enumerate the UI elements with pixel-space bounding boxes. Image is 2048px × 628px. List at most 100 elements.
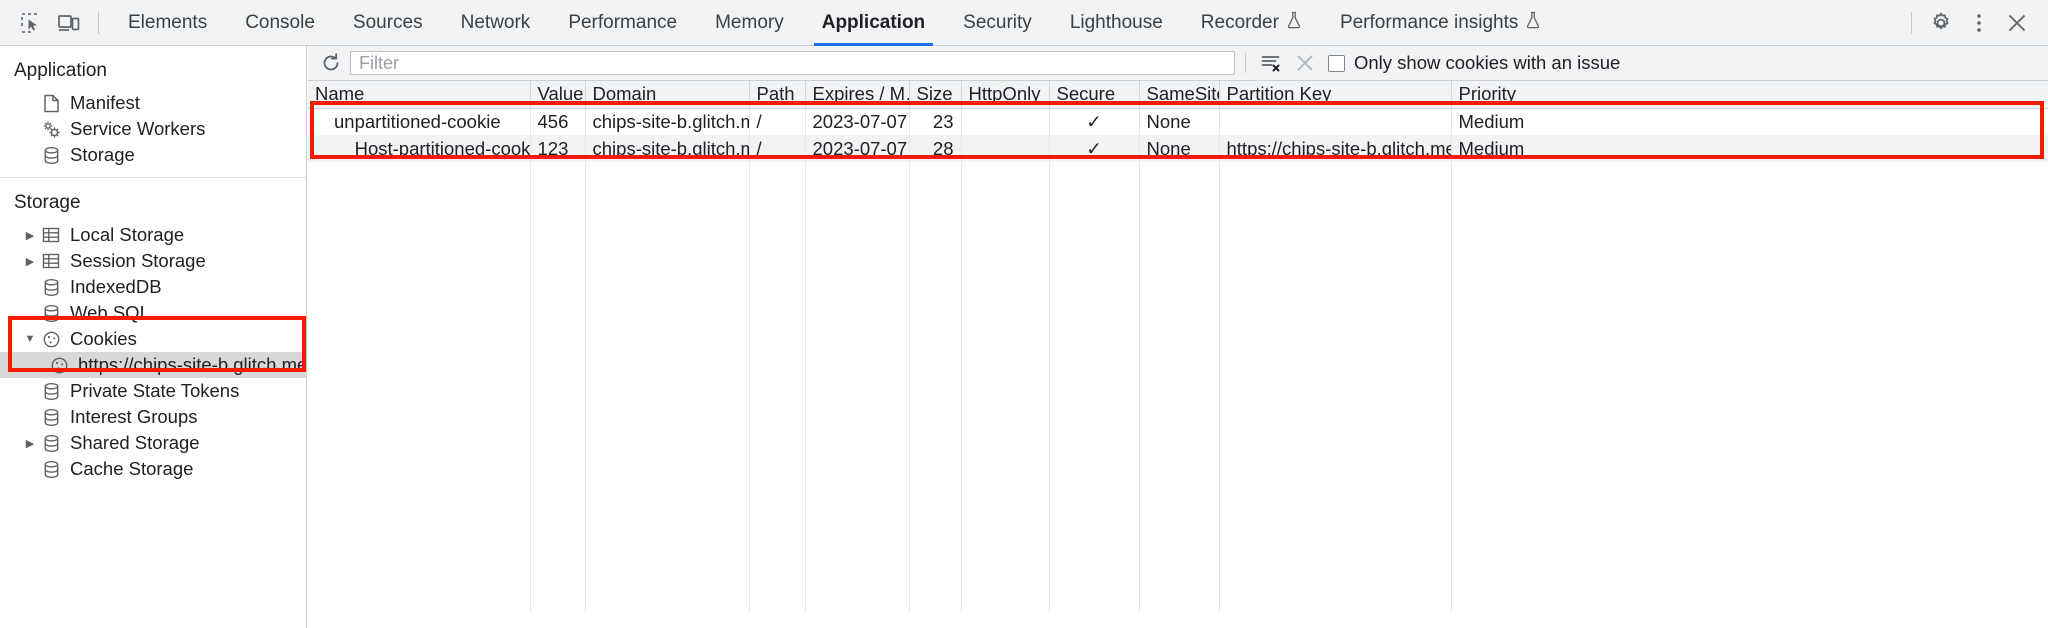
toolbar-divider xyxy=(98,11,99,34)
tab-security[interactable]: Security xyxy=(944,0,1051,46)
database-icon xyxy=(38,434,64,453)
device-toolbar-icon[interactable] xyxy=(50,6,88,40)
cookie-icon xyxy=(46,356,72,375)
column-header-samesite[interactable]: SameSite xyxy=(1139,81,1220,109)
database-icon xyxy=(38,382,64,401)
cell-priority[interactable]: Medium xyxy=(1451,108,2048,135)
table-row[interactable]: unpartitioned-cookie 456 chips-site-b.gl… xyxy=(308,108,2048,135)
only-issues-checkbox[interactable] xyxy=(1328,54,1345,72)
sidebar-item-shared-storage[interactable]: ▶ Shared Storage xyxy=(0,430,306,456)
tab-performance[interactable]: Performance xyxy=(549,0,696,46)
sidebar-item-cookie-origin[interactable]: https://chips-site-b.glitch.me xyxy=(0,352,306,378)
column-header-size[interactable]: Size xyxy=(909,81,962,109)
column-header-name[interactable]: Name xyxy=(308,81,531,109)
cell-expires[interactable]: 2023-07-07… xyxy=(805,135,910,162)
chevron-right-icon[interactable]: ▶ xyxy=(25,255,35,268)
sidebar-item-cache-storage[interactable]: ▶ Cache Storage xyxy=(0,456,306,482)
sidebar-item-web-sql[interactable]: ▶ Web SQL xyxy=(0,300,306,326)
sidebar-item-label: Service Workers xyxy=(70,118,206,139)
only-issues-checkbox-wrap[interactable]: Only show cookies with an issue xyxy=(1328,52,1620,74)
table-grid-icon xyxy=(38,226,64,244)
column-header-partition-key[interactable]: Partition Key xyxy=(1219,81,1452,109)
kebab-menu-icon[interactable] xyxy=(1960,6,1998,40)
cell-path[interactable]: / xyxy=(749,135,806,162)
tab-network[interactable]: Network xyxy=(442,0,550,46)
column-header-value[interactable]: Value xyxy=(530,81,586,109)
sidebar-item-cookies[interactable]: ▼ Cookies xyxy=(0,326,306,352)
cell-name[interactable]: unpartitioned-cookie xyxy=(308,108,531,135)
tab-recorder[interactable]: Recorder xyxy=(1182,0,1321,46)
inspect-element-icon[interactable] xyxy=(12,6,50,40)
cell-partition-key[interactable]: https://chips-site-b.glitch.me xyxy=(1219,135,1452,162)
table-row[interactable]: __Host-partitioned-cookie 123 chips-site… xyxy=(308,135,2048,162)
column-header-path[interactable]: Path xyxy=(749,81,806,109)
chevron-down-icon[interactable]: ▼ xyxy=(24,333,36,345)
gear-icon[interactable] xyxy=(1922,6,1960,40)
sidebar-item-indexeddb[interactable]: ▶ IndexedDB xyxy=(0,274,306,300)
tab-lighthouse[interactable]: Lighthouse xyxy=(1051,0,1182,46)
chevron-right-icon[interactable]: ▶ xyxy=(25,229,35,242)
cell-value[interactable]: 123 xyxy=(530,135,586,162)
cell-priority[interactable]: Medium xyxy=(1451,135,2048,162)
cookies-panel: Filter Only show cookies with an issue xyxy=(308,46,2048,628)
sidebar-item-interest-groups[interactable]: ▶ Interest Groups xyxy=(0,404,306,430)
tab-label: Performance xyxy=(568,11,678,33)
column-header-secure[interactable]: Secure xyxy=(1049,81,1140,109)
cell-samesite[interactable]: None xyxy=(1139,108,1220,135)
tab-label: Performance insights xyxy=(1339,11,1519,33)
sidebar-item-storage[interactable]: ▶ Storage xyxy=(0,142,306,168)
cell-domain[interactable]: chips-site-b.glitch.me xyxy=(585,135,750,162)
tab-console[interactable]: Console xyxy=(226,0,334,46)
cell-path[interactable]: / xyxy=(749,108,806,135)
toolbar-right-controls xyxy=(1901,6,2036,40)
cell-domain[interactable]: chips-site-b.glitch.me xyxy=(585,108,750,135)
manifest-document-icon xyxy=(38,94,64,113)
cookies-filter-toolbar: Filter Only show cookies with an issue xyxy=(308,46,2048,81)
sidebar-item-label: Session Storage xyxy=(70,250,206,271)
sidebar-item-service-workers[interactable]: ▶ Service Workers xyxy=(0,116,306,142)
clear-filtered-cookies-icon[interactable] xyxy=(1256,49,1286,77)
tab-label: Elements xyxy=(128,11,208,33)
column-header-domain[interactable]: Domain xyxy=(585,81,750,109)
sidebar-item-local-storage[interactable]: ▶ Local Storage xyxy=(0,222,306,248)
sidebar-item-label: Local Storage xyxy=(70,224,185,245)
cell-secure[interactable]: ✓ xyxy=(1049,108,1140,135)
column-header-expires[interactable]: Expires / M… xyxy=(805,81,910,109)
filter-input[interactable]: Filter xyxy=(350,51,1235,75)
sidebar-item-session-storage[interactable]: ▶ Session Storage xyxy=(0,248,306,274)
cell-value[interactable]: 456 xyxy=(530,108,586,135)
sidebar-item-private-state-tokens[interactable]: ▶ Private State Tokens xyxy=(0,378,306,404)
clear-all-cookies-icon[interactable] xyxy=(1290,49,1320,77)
database-icon xyxy=(38,460,64,479)
close-icon[interactable] xyxy=(1998,6,2036,40)
cell-expires[interactable]: 2023-07-07… xyxy=(805,108,910,135)
cell-size[interactable]: 28 xyxy=(909,135,962,162)
tab-elements[interactable]: Elements xyxy=(109,0,226,46)
column-header-priority[interactable]: Priority xyxy=(1451,81,2048,109)
cell-size[interactable]: 23 xyxy=(909,108,962,135)
sidebar-item-label: Shared Storage xyxy=(70,432,200,453)
cell-httponly[interactable] xyxy=(961,108,1050,135)
refresh-icon[interactable] xyxy=(316,49,346,77)
tab-label: Lighthouse xyxy=(1069,11,1163,33)
tab-label: Network xyxy=(460,11,531,33)
tab-sources[interactable]: Sources xyxy=(334,0,442,46)
cell-httponly[interactable] xyxy=(961,135,1050,162)
cell-secure[interactable]: ✓ xyxy=(1049,135,1140,162)
service-workers-gears-icon xyxy=(38,120,64,139)
cookies-table-wrap: Name Value Domain Path Expires / M… Size… xyxy=(308,81,2048,612)
table-header-row: Name Value Domain Path Expires / M… Size… xyxy=(308,81,2048,109)
chevron-right-icon[interactable]: ▶ xyxy=(25,437,35,450)
tab-memory[interactable]: Memory xyxy=(696,0,803,46)
sidebar-item-manifest[interactable]: ▶ Manifest xyxy=(0,90,306,116)
sidebar-item-label: IndexedDB xyxy=(70,276,162,297)
cell-name[interactable]: __Host-partitioned-cookie xyxy=(308,135,531,162)
cell-samesite[interactable]: None xyxy=(1139,135,1220,162)
sidebar-item-label: Interest Groups xyxy=(70,406,198,427)
column-header-httponly[interactable]: HttpOnly xyxy=(961,81,1050,109)
cell-partition-key[interactable] xyxy=(1219,108,1452,135)
tab-performance-insights[interactable]: Performance insights xyxy=(1321,0,1560,46)
tab-application[interactable]: Application xyxy=(803,0,944,46)
database-icon xyxy=(38,304,64,323)
